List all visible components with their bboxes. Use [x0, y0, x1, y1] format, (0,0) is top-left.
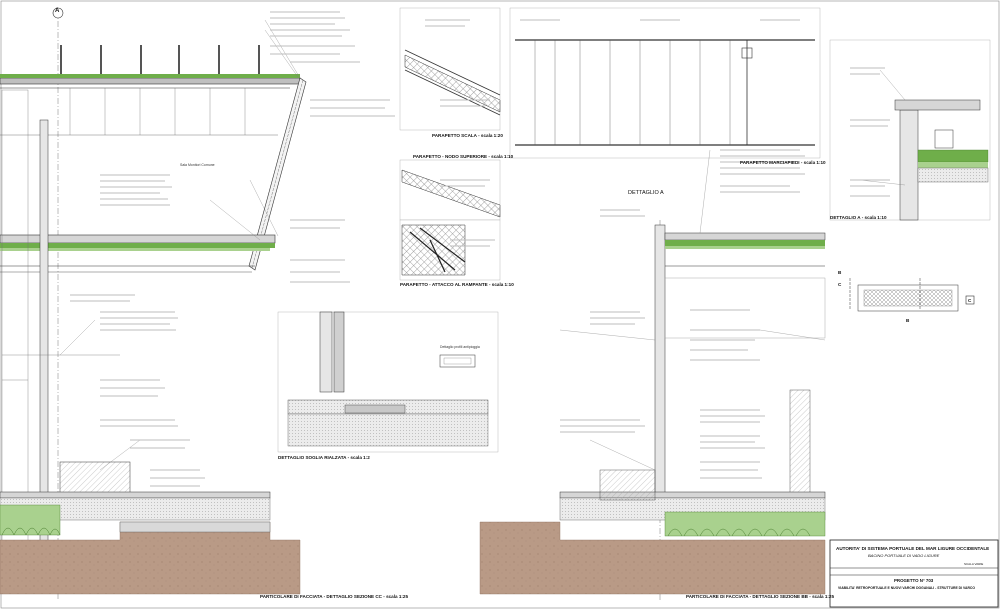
title-block-authority: AUTORITA' DI SISTEMA PORTUALE DEL MAR LI…	[836, 546, 990, 551]
title-block-port: BACINO PORTUALE DI VADO LIGURE	[868, 553, 940, 558]
title-dettaglio-a: DETTAGLIO A	[628, 190, 664, 196]
dettaglio-a-detail	[829, 39, 991, 221]
section-letter-b-top: B	[838, 270, 842, 275]
soglia-detail	[277, 311, 499, 453]
grid-marker-a: A	[55, 8, 60, 14]
parapet-nodo-detail	[399, 159, 501, 221]
title-sezione-cc: PARTICOLARE DI FACCIATA - DETTAGLIO SEZI…	[260, 594, 409, 599]
section-cc	[0, 7, 307, 600]
room-label: Sala Monitori Comune	[180, 163, 215, 167]
title-parapetto-scala: PARAPETTO SCALA - scala 1:20	[432, 133, 503, 138]
title-parapetto-attacco: PARAPETTO - ATTACCO AL RAMPANTE - scala …	[400, 282, 514, 287]
title-block	[829, 539, 999, 608]
title-soglia: DETTAGLIO SOGLIA RIALZATA - scala 1:2	[278, 455, 370, 460]
plan-key	[849, 278, 975, 312]
title-profili: Dettaglio profili antipioggia	[440, 345, 480, 349]
title-block-project: PROGETTO N° 703	[894, 578, 934, 583]
section-bb	[479, 220, 826, 600]
parapet-scala-detail	[399, 7, 501, 131]
title-sezione-bb: PARTICOLARE DI FACCIATA - DETTAGLIO SEZI…	[686, 594, 835, 599]
title-block-scale: SCALA VARIE	[964, 562, 984, 566]
section-letter-b-bottom: B	[906, 318, 910, 323]
parapet-attacco-detail	[399, 219, 501, 281]
title-parapetto-marciapiedi: PARAPETTO MARCIAPIEDI - scala 1:10	[740, 160, 826, 165]
section-letter-c-top: C	[838, 282, 842, 287]
title-dettaglio-a-scale: DETTAGLIO A - scala 1:10	[830, 215, 887, 220]
parapet-marciapiedi-detail	[509, 7, 821, 159]
section-letter-c-bottom: C	[968, 298, 972, 303]
title-parapetto-nodo: PARAPETTO - NODO SUPERIORE - scala 1:10	[413, 154, 514, 159]
title-block-description: VIABILITA' RETROPORTUALE E NUOVI VARCHI …	[838, 586, 975, 590]
